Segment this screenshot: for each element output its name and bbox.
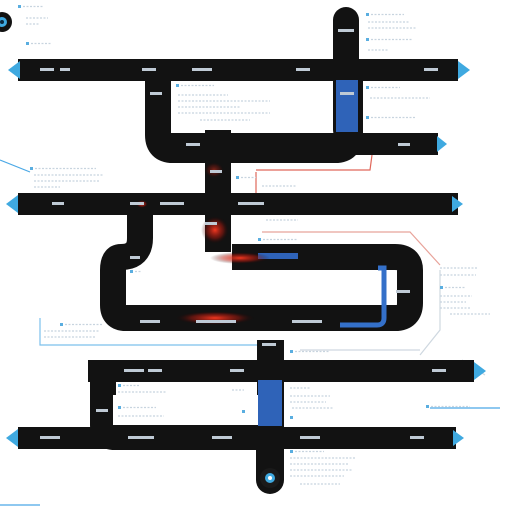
annotation-blocks — [18, 5, 490, 485]
blue-connector-middle — [340, 265, 387, 328]
arrow-endpoint-icon[interactable] — [452, 196, 463, 212]
note-left-lower — [44, 323, 102, 338]
note-upper-loop — [176, 84, 270, 121]
track-1 — [18, 59, 458, 81]
track-5 — [18, 427, 456, 449]
arrow-endpoint-icon[interactable] — [437, 136, 447, 152]
note-center-mid — [236, 176, 298, 241]
note-left-mid — [30, 167, 104, 188]
lower-loop-gap — [113, 395, 258, 425]
arrow-endpoint-icon[interactable] — [474, 362, 486, 380]
note-center-lower — [290, 350, 334, 419]
track-2 — [170, 133, 438, 155]
nodes — [0, 12, 280, 488]
blue-link-middle — [258, 253, 298, 259]
arrow-endpoint-icon[interactable] — [453, 430, 464, 446]
track-tick-labels — [40, 29, 446, 439]
note-bottom — [290, 450, 356, 485]
note-right-upper — [366, 86, 430, 119]
note-lower-loop — [118, 384, 245, 417]
note-middle-loop — [130, 270, 142, 273]
note-top-left — [18, 5, 52, 45]
note-top-right — [366, 13, 416, 51]
blue-connector-lower — [258, 380, 282, 426]
endpoints — [6, 61, 486, 447]
track-4 — [88, 360, 474, 382]
arrow-endpoint-icon[interactable] — [8, 61, 20, 79]
middle-loop-track — [100, 204, 423, 331]
arrow-endpoint-icon[interactable] — [6, 195, 18, 213]
note-right-mid — [440, 267, 490, 315]
callout-lines — [0, 154, 500, 506]
arrow-endpoint-icon[interactable] — [458, 61, 470, 79]
glow-accents — [136, 162, 270, 325]
note-right-lower — [426, 405, 470, 408]
blue-connector-upper — [336, 80, 358, 132]
arrow-endpoint-icon[interactable] — [6, 429, 18, 447]
